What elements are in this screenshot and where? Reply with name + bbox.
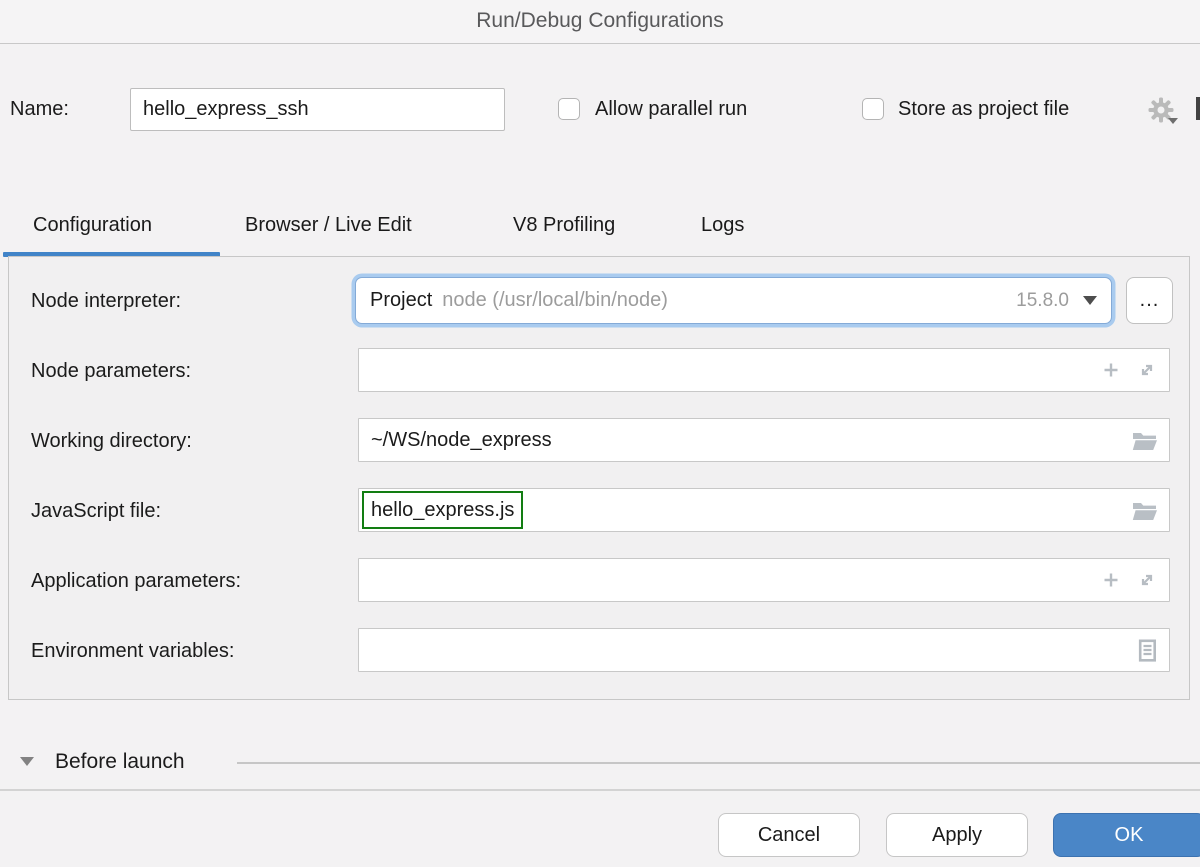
- before-launch-label[interactable]: Before launch: [55, 750, 185, 773]
- tab-v8-profiling[interactable]: V8 Profiling: [513, 214, 616, 236]
- collapse-triangle-icon[interactable]: [20, 757, 34, 766]
- store-as-project-file-checkbox[interactable]: [862, 98, 884, 120]
- gear-icon[interactable]: [1146, 95, 1176, 125]
- active-tab-underline: [3, 252, 220, 257]
- name-input[interactable]: [130, 88, 505, 131]
- footer-divider: [0, 789, 1200, 791]
- tab-configuration[interactable]: Configuration: [33, 214, 152, 236]
- node-interpreter-label: Node interpreter:: [31, 290, 182, 312]
- cancel-button[interactable]: Cancel: [718, 813, 860, 857]
- javascript-file-input[interactable]: hello_express.js: [358, 488, 1170, 532]
- application-parameters-label: Application parameters:: [31, 570, 242, 592]
- store-as-project-file-label: Store as project file: [898, 98, 1070, 120]
- javascript-file-highlight: hello_express.js: [362, 491, 524, 529]
- open-folder-icon[interactable]: [1132, 430, 1157, 451]
- working-directory-label: Working directory:: [31, 430, 192, 452]
- allow-parallel-run-checkbox[interactable]: [558, 98, 580, 120]
- name-label: Name:: [10, 98, 69, 120]
- configuration-panel: Node interpreter: Project node (/usr/loc…: [8, 256, 1190, 700]
- browse-variables-icon[interactable]: [1138, 638, 1157, 662]
- open-folder-icon[interactable]: [1132, 500, 1157, 521]
- gear-dropdown-caret-icon: [1168, 118, 1178, 124]
- node-interpreter-browse-button[interactable]: ...: [1126, 277, 1173, 324]
- before-launch-divider: [237, 762, 1200, 764]
- javascript-file-value: hello_express.js: [371, 498, 515, 521]
- node-interpreter-value: Project: [370, 289, 433, 311]
- node-parameters-input[interactable]: [358, 348, 1170, 392]
- application-parameters-input[interactable]: [358, 558, 1170, 602]
- expand-editor-icon[interactable]: [1137, 360, 1157, 380]
- add-icon[interactable]: [1101, 360, 1121, 380]
- allow-parallel-run-label: Allow parallel run: [595, 98, 748, 120]
- ok-button[interactable]: OK: [1053, 813, 1200, 857]
- expand-editor-icon[interactable]: [1137, 570, 1157, 590]
- node-interpreter-combobox[interactable]: Project node (/usr/local/bin/node) 15.8.…: [355, 277, 1112, 324]
- add-icon[interactable]: [1101, 570, 1121, 590]
- working-directory-input[interactable]: ~/WS/node_express: [358, 418, 1170, 462]
- node-interpreter-path: node (/usr/local/bin/node): [442, 289, 668, 311]
- node-parameters-label: Node parameters:: [31, 360, 192, 382]
- javascript-file-label: JavaScript file:: [31, 500, 162, 522]
- environment-variables-label: Environment variables:: [31, 640, 235, 662]
- environment-variables-input[interactable]: [358, 628, 1170, 672]
- working-directory-value: ~/WS/node_express: [371, 428, 552, 451]
- dialog-title: Run/Debug Configurations: [476, 9, 724, 32]
- tab-browser-live-edit[interactable]: Browser / Live Edit: [245, 214, 412, 236]
- clipped-edge-fragment: [1196, 97, 1200, 120]
- tab-logs[interactable]: Logs: [701, 214, 745, 236]
- dialog-titlebar: Run/Debug Configurations: [0, 0, 1200, 44]
- chevron-down-icon: [1083, 296, 1097, 305]
- apply-button[interactable]: Apply: [886, 813, 1028, 857]
- node-version-badge: 15.8.0: [1016, 289, 1069, 311]
